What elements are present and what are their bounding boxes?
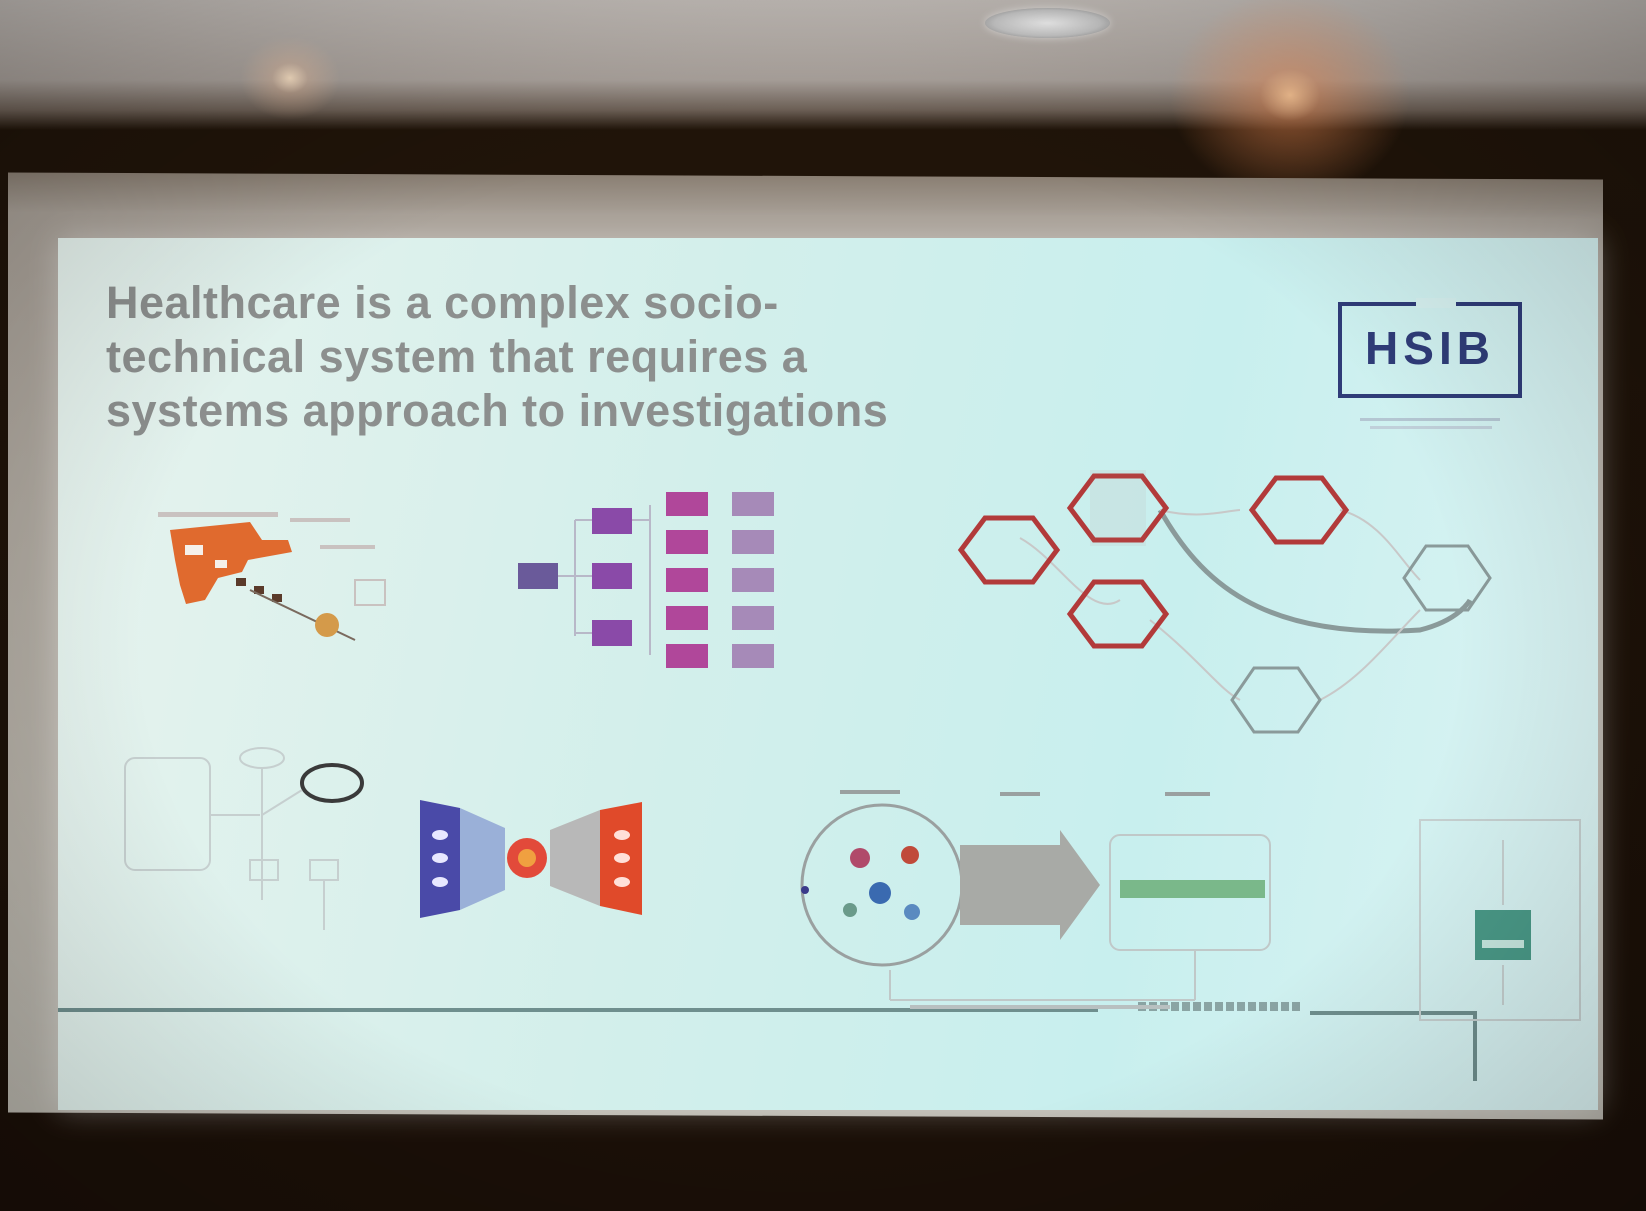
tree-root-node <box>518 563 558 589</box>
orange-layer-hole <box>215 560 227 568</box>
tree-level-1-node <box>592 563 632 589</box>
highlighted-ellipse <box>300 763 364 803</box>
orange-layer-shape <box>170 522 292 604</box>
hexagon-node-grey <box>1230 666 1322 734</box>
slide-title-line-2: technical system that requires a <box>106 331 808 382</box>
hsib-logo-frame-gap <box>1416 298 1456 308</box>
tree-level-3-column <box>732 492 774 668</box>
small-block <box>272 594 282 602</box>
diagram-systems-model <box>800 790 1271 1009</box>
diagram-faint-flowchart <box>124 747 364 930</box>
diagram-bow-tie <box>420 800 642 918</box>
slide-title-line-1: Healthcare is a complex socio- <box>106 277 779 328</box>
accident-circle <box>315 613 339 637</box>
trajectory-line <box>249 589 356 641</box>
small-block <box>254 586 264 594</box>
tree-level-1-node <box>592 620 632 646</box>
diagram-label-blur <box>290 518 350 522</box>
hexagon-node-grey <box>1402 544 1492 612</box>
diagram-purple-tree <box>518 492 774 668</box>
hexagon-node <box>957 515 1061 585</box>
tree-level-2-column <box>666 492 708 668</box>
diagram-label-blur <box>320 545 375 549</box>
hexagon-node <box>1248 475 1350 545</box>
slide-footer-url-blurred <box>1138 1002 1303 1011</box>
hsib-logo-text: HSIB <box>1365 322 1495 374</box>
diagram-hexagon-network <box>957 470 1492 734</box>
diagram-orange-layers <box>158 512 386 641</box>
tree-level-1-node <box>592 508 632 534</box>
slide-footer-corner <box>1473 1011 1477 1081</box>
diagram-label-blur <box>158 512 278 517</box>
hsib-logo-tagline <box>1370 426 1492 429</box>
slide-footer-rule-right <box>1310 1011 1475 1015</box>
presentation-slide: Healthcare is a complex socio- technical… <box>58 238 1598 1110</box>
hsib-logo-tagline <box>1360 418 1500 421</box>
orange-layer-hole <box>185 545 203 555</box>
hexagon-node <box>1066 579 1170 649</box>
slide-footer-rule <box>58 1008 1098 1012</box>
ceiling-light <box>985 8 1110 38</box>
diagram-label-blur <box>354 579 386 606</box>
diagram-edge-panel <box>1419 819 1581 1021</box>
hexagon-node-highlighted <box>1066 473 1170 543</box>
slide-title: Healthcare is a complex socio- technical… <box>106 276 1006 438</box>
slide-title-line-3: systems approach to investigations <box>106 385 889 436</box>
small-block <box>236 578 246 586</box>
